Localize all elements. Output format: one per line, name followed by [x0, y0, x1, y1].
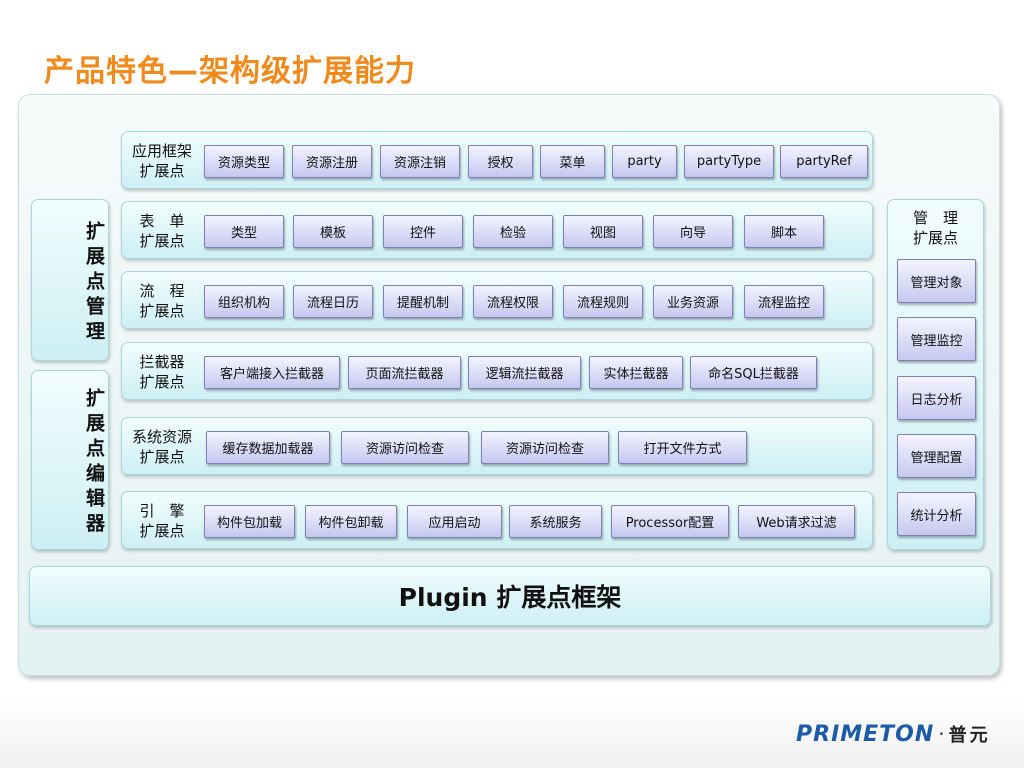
extension-item: 页面流拦截器	[348, 356, 461, 389]
extension-item: 流程规则	[563, 285, 643, 318]
extension-item: 菜单	[540, 145, 605, 178]
extension-item: 模板	[293, 215, 373, 248]
extension-item: Processor配置	[611, 505, 729, 538]
extension-item: 业务资源	[653, 285, 733, 318]
left-panel-label: 扩展点管理	[83, 220, 105, 346]
row-label: 系统资源 扩展点	[131, 428, 192, 466]
logo-brand: PRIMETON	[796, 721, 935, 747]
management-item: 统计分析	[897, 492, 976, 536]
extension-item: 脚本	[744, 215, 824, 248]
extension-row-5: 引 擎 扩展点构件包加载构件包卸载应用启动系统服务 Processor配置 Web请…	[121, 491, 873, 549]
extension-row-4: 系统资源 扩展点缓存数据加载器资源访问检查资源访问检查打开文件方式	[121, 417, 873, 475]
extension-item: partyRef	[780, 145, 868, 178]
primeton-logo: PRIMETON · 普元	[796, 718, 991, 750]
extension-item: 资源类型	[204, 145, 284, 178]
extension-item: 视图	[563, 215, 643, 248]
plugin-framework-bar: Plugin 扩展点框架	[29, 566, 991, 626]
extension-item: 构件包加载	[204, 505, 295, 538]
extension-item: 授权	[468, 145, 533, 178]
extension-item: 命名SQL拦截器	[690, 356, 817, 389]
extension-row-2: 流 程 扩展点组织机构流程日历提醒机制流程权限流程规则业务资源流程监控	[121, 271, 873, 329]
extension-item: 组织机构	[204, 285, 284, 318]
extension-item: 控件	[383, 215, 463, 248]
left-panel-extension-point-management: 扩展点管理	[31, 199, 109, 361]
extension-item: 打开文件方式	[618, 431, 747, 464]
left-panel-label: 扩展点编辑器	[83, 388, 105, 538]
row-label: 拦截器 扩展点	[139, 353, 185, 391]
management-item: 管理配置	[897, 434, 976, 478]
management-item: 管理监控	[897, 317, 976, 361]
extension-item: 提醒机制	[383, 285, 463, 318]
extension-row-3: 拦截器 扩展点客户端接入拦截器页面流拦截器逻辑流拦截器实体拦截器命名SQL拦截器	[121, 342, 873, 400]
extension-item: partyType	[684, 145, 774, 178]
extension-item: 应用启动	[407, 505, 502, 538]
extension-item: 检验	[473, 215, 553, 248]
right-panel-title: 管 理 扩展点	[912, 209, 958, 247]
extension-item: 资源注销	[380, 145, 460, 178]
left-panel-extension-point-editor: 扩展点编辑器	[31, 370, 109, 550]
row-label: 流 程 扩展点	[139, 282, 185, 320]
logo-separator: ·	[938, 722, 945, 746]
extension-item: 流程日历	[293, 285, 373, 318]
row-label: 引 擎 扩展点	[139, 502, 185, 540]
extension-item: 逻辑流拦截器	[468, 356, 581, 389]
extension-item: 流程监控	[744, 285, 824, 318]
extension-item: 资源访问检查	[481, 431, 609, 464]
row-label: 应用框架 扩展点	[131, 142, 192, 180]
extension-item: 缓存数据加载器	[206, 431, 330, 464]
plugin-framework-label: Plugin 扩展点框架	[398, 583, 622, 612]
extension-item: 资源注册	[292, 145, 372, 178]
extension-item: 构件包卸载	[305, 505, 397, 538]
page-title: 产品特色—架构级扩展能力	[44, 54, 416, 89]
extension-item: 客户端接入拦截器	[204, 356, 340, 389]
extension-item: 向导	[653, 215, 733, 248]
extension-item: 资源访问检查	[341, 431, 469, 464]
logo-cn-text: 普元	[948, 725, 991, 746]
extension-item: 流程权限	[473, 285, 553, 318]
extension-row-1: 表 单 扩展点类型模板控件检验视图向导脚本	[121, 201, 873, 259]
right-panel-management-extension-point: 管 理 扩展点 管理对象管理监控日志分析管理配置统计分析	[887, 199, 984, 550]
extension-item: 实体拦截器	[589, 356, 683, 389]
row-label: 表 单 扩展点	[139, 212, 185, 250]
management-item: 管理对象	[897, 259, 976, 303]
extension-item: 类型	[204, 215, 284, 248]
extension-item: party	[612, 145, 677, 178]
extension-item: 系统服务	[509, 505, 602, 538]
footer-band	[0, 700, 1024, 768]
management-item: 日志分析	[897, 376, 976, 420]
extension-item: Web请求过滤	[738, 505, 855, 538]
